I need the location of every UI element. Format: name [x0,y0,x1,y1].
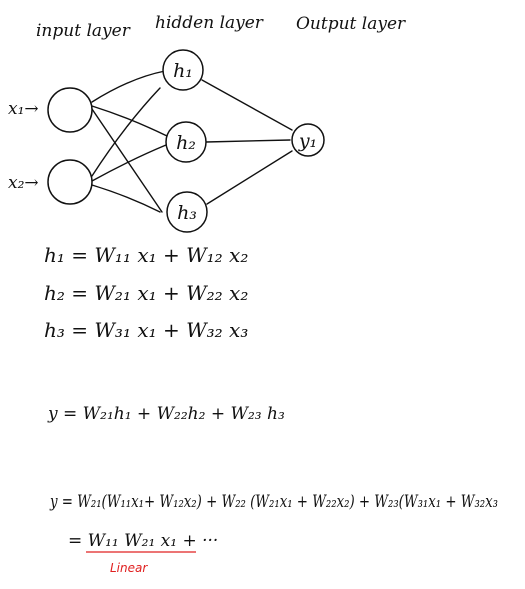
hidden-node-2: h₂ [165,121,207,163]
equation-result: = W₁₁ W₂₁ x₁ + ··· [68,531,218,551]
input-node-1: x₁→ [8,87,93,133]
equation-h2: h₂ = W₂₁ x₁ + W₂₂ x₂ [44,281,248,305]
edge-h2-y1 [205,139,291,143]
input-label-x2: x₂→ [8,173,39,193]
hidden-node-circle [166,191,208,233]
hidden-layer-title: hidden layer [155,13,264,33]
linear-annotation: Linear [110,561,148,575]
edge-h1-y1 [201,79,293,131]
input-node-circle [47,159,93,205]
input-node-2: x₂→ [8,159,93,205]
hidden-node-1: h₁ [162,49,204,91]
hidden-output-connections [201,79,293,205]
hidden-node-circle [165,121,207,163]
input-hidden-connections [91,70,168,213]
output-label-y1: y₁ [298,130,317,152]
edge-x1-h2 [91,105,168,137]
equation-y: y = W₂₁h₁ + W₂₂h₂ + W₂₃ h₃ [47,404,285,424]
hidden-node-3: h₃ [166,191,208,233]
hidden-label-h3: h₃ [177,202,197,224]
edge-h3-y1 [206,150,293,205]
input-node-circle [47,87,93,133]
hidden-node-circle [162,49,204,91]
edge-x2-h2 [91,144,167,182]
hidden-label-h1: h₁ [173,60,193,82]
input-layer-title: input layer [36,21,131,41]
edge-x1-h3 [91,108,163,213]
hidden-label-h2: h₂ [176,132,196,154]
edge-x1-h1 [91,70,166,103]
equation-h1: h₁ = W₁₁ x₁ + W₁₂ x₂ [44,243,248,267]
equation-y-expanded: y = W₂₁(W₁₁x₁+ W₁₂x₂) + W₂₂ (W₂₁x₁ + W₂₂… [49,492,498,512]
edge-x2-h3 [91,184,161,213]
output-node: y₁ [291,123,325,157]
output-layer-title: Output layer [296,14,406,34]
equation-h3: h₃ = W₃₁ x₁ + W₃₂ x₃ [44,318,248,342]
input-label-x1: x₁→ [8,99,39,119]
edge-x2-h1 [91,87,161,177]
output-node-circle [291,123,325,157]
